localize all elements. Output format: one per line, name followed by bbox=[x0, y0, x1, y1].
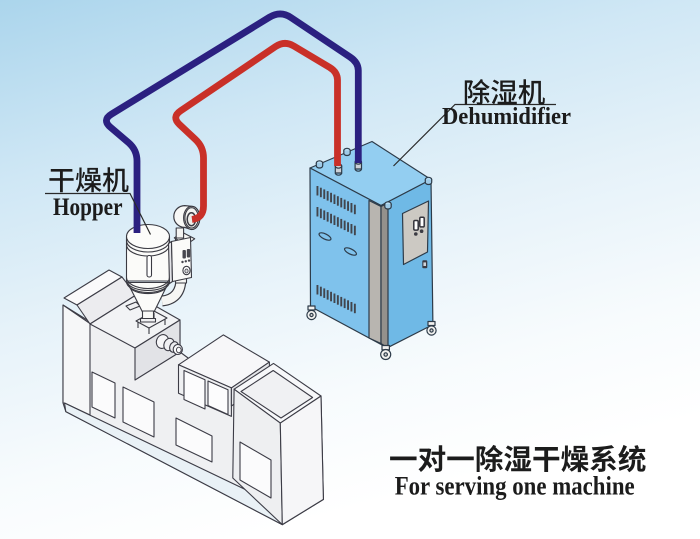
svg-text:Hopper: Hopper bbox=[53, 192, 123, 221]
svg-text:For serving one machine: For serving one machine bbox=[395, 472, 635, 501]
svg-text:Dehumidifier: Dehumidifier bbox=[442, 104, 571, 130]
